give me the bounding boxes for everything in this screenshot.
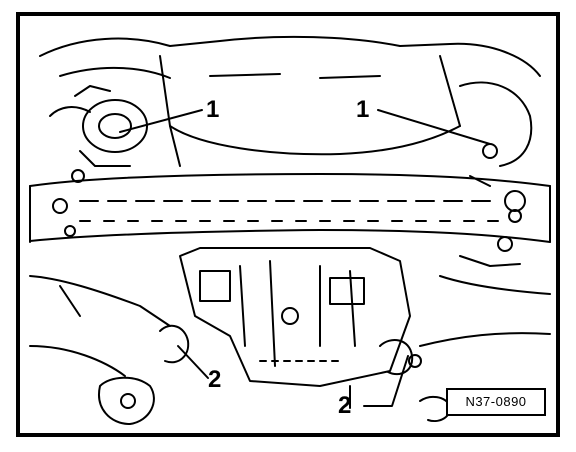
upper-engine-sketch	[39, 35, 541, 167]
left-control-arm-sketch	[29, 275, 190, 425]
callout-1-right: 1	[356, 96, 370, 123]
callout-leader-lines	[119, 109, 491, 409]
gearbox-sketch	[179, 247, 411, 387]
callout-1-left: 1	[206, 96, 220, 123]
diagram-frame: 1 1 2 2 N37-0890	[16, 12, 560, 437]
callout-2-left: 2	[208, 366, 222, 393]
right-mount-sketch	[459, 81, 533, 252]
figure-reference-code: N37-0890	[446, 388, 546, 416]
subframe-crossmember	[29, 173, 551, 243]
subframe-illustration	[29, 35, 551, 425]
left-mount-sketch	[52, 85, 148, 237]
callout-2-right: 2	[338, 392, 352, 419]
